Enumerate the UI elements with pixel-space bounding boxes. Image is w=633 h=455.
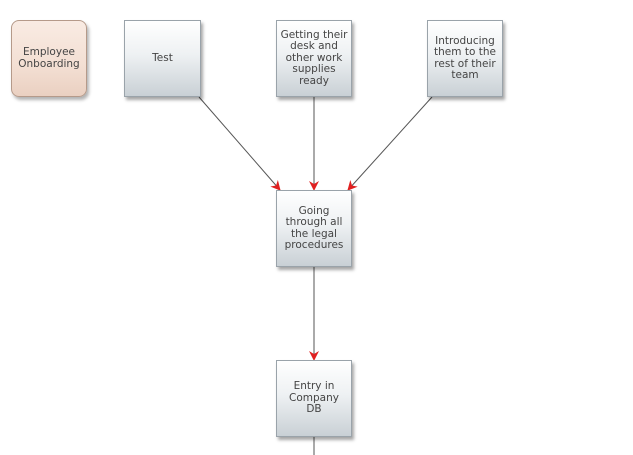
task-node-test[interactable]: Test (124, 20, 201, 97)
edge-intro-to-legal[interactable] (347, 96, 433, 191)
node-label: Getting their desk and other work suppli… (280, 28, 348, 87)
task-node-desk-supplies[interactable]: Getting their desk and other work suppli… (276, 20, 352, 97)
node-label: Employee Onboarding (18, 46, 80, 70)
task-node-legal-procedures[interactable]: Going through all the legal procedures (276, 190, 352, 267)
node-label: Test (152, 51, 173, 64)
task-node-team-introduction[interactable]: Introducing them to the rest of their te… (427, 20, 503, 97)
node-label: Entry in Company DB (289, 380, 339, 416)
node-label: Going through all the legal procedures (284, 204, 344, 251)
node-label: Introducing them to the rest of their te… (434, 34, 496, 81)
start-node-employee-onboarding[interactable]: Employee Onboarding (11, 20, 87, 97)
task-node-company-db-entry[interactable]: Entry in Company DB (276, 360, 352, 437)
edge-test-to-legal[interactable] (198, 96, 281, 191)
